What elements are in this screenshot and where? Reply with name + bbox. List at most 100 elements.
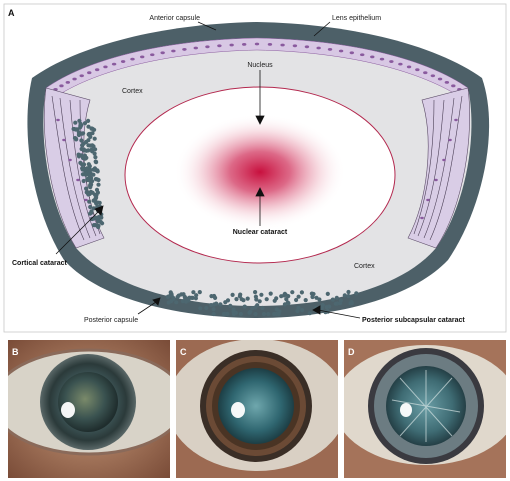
epithelium-cell-nucleus — [451, 84, 455, 87]
psc-opacity-dot — [209, 303, 213, 307]
equator-nucleus — [442, 159, 446, 161]
psc-opacity-dot — [172, 297, 176, 301]
posterior-subcapsular-cataract-label: Posterior subcapsular cataract — [362, 317, 465, 324]
cortical-opacity-dot — [93, 155, 97, 159]
psc-opacity-dot — [260, 306, 264, 310]
psc-opacity-dot — [286, 294, 290, 298]
cortical-opacity-dot — [74, 128, 78, 132]
cortical-opacity-dot — [73, 136, 77, 140]
epithelium-cell-nucleus — [350, 51, 354, 54]
psc-opacity-dot — [317, 297, 321, 301]
epithelium-cell-nucleus — [217, 44, 221, 47]
panel-a-letter: A — [8, 8, 15, 18]
psc-opacity-dot — [253, 312, 257, 316]
cortical-opacity-dot — [79, 122, 83, 126]
epithelium-cell-nucleus — [103, 65, 107, 68]
epithelium-cell-nucleus — [66, 81, 70, 84]
cortical-opacity-dot — [82, 148, 86, 152]
psc-opacity-dot — [300, 290, 304, 294]
cortex-bottom-label: Cortex — [354, 263, 375, 270]
psc-opacity-dot — [354, 291, 358, 295]
cortical-opacity-dot — [94, 160, 98, 164]
cortical-opacity-dot — [93, 137, 97, 141]
cortical-opacity-dot — [82, 179, 86, 183]
epithelium-cell-nucleus — [316, 47, 320, 50]
psc-opacity-dot — [273, 299, 277, 303]
psc-opacity-dot — [310, 295, 314, 299]
epithelium-cell-nucleus — [380, 58, 384, 61]
cortical-opacity-dot — [87, 200, 91, 204]
psc-opacity-dot — [272, 312, 276, 316]
posterior-capsule-label: Posterior capsule — [84, 317, 138, 324]
epithelium-cell-nucleus — [293, 44, 297, 47]
psc-opacity-dot — [191, 296, 195, 300]
cortical-opacity-dot — [80, 166, 84, 170]
cortical-opacity-dot — [80, 132, 84, 136]
epithelium-cell-nucleus — [160, 51, 164, 54]
psc-opacity-dot — [234, 297, 238, 301]
epithelium-cell-nucleus — [255, 43, 259, 46]
psc-opacity-dot — [343, 293, 347, 297]
cortical-opacity-dot — [80, 143, 84, 147]
epithelium-cell-nucleus — [438, 78, 442, 81]
epithelium-cell-nucleus — [205, 45, 209, 48]
cortical-opacity-dot — [98, 201, 102, 205]
epithelium-cell-nucleus — [140, 55, 144, 58]
psc-opacity-dot — [226, 298, 230, 302]
psc-opacity-dot — [212, 307, 216, 311]
epithelium-cell-nucleus — [445, 81, 449, 84]
panel-c-letter: C — [180, 347, 187, 357]
nucleus-label: Nucleus — [247, 62, 273, 69]
psc-opacity-dot — [218, 302, 222, 306]
cortex-top-label: Cortex — [122, 88, 143, 95]
cortical-opacity-dot — [86, 143, 90, 147]
cortical-opacity-dot — [96, 224, 100, 228]
psc-opacity-dot — [290, 290, 294, 294]
psc-opacity-dot — [350, 301, 354, 305]
psc-opacity-dot — [198, 306, 202, 310]
epithelium-cell-nucleus — [130, 58, 134, 61]
equator-nucleus — [434, 179, 438, 181]
epithelium-cell-nucleus — [182, 48, 186, 51]
cortical-opacity-dot — [83, 155, 87, 159]
cortical-opacity-dot — [92, 199, 96, 203]
psc-opacity-dot — [243, 305, 247, 309]
epithelium-cell-nucleus — [59, 84, 63, 87]
panel-b-letter: B — [12, 347, 19, 357]
psc-opacity-dot — [181, 299, 185, 303]
psc-opacity-dot — [228, 304, 232, 308]
cortical-opacity-dot — [83, 121, 87, 125]
cortical-opacity-dot — [86, 148, 90, 152]
psc-opacity-dot — [239, 312, 243, 316]
psc-opacity-dot — [254, 297, 258, 301]
cortical-opacity-dot — [78, 161, 82, 165]
cortical-opacity-dot — [86, 138, 90, 142]
photo-d — [334, 340, 510, 478]
psc-opacity-dot — [339, 298, 343, 302]
epithelium-cell-nucleus — [112, 63, 116, 66]
cortical-opacity-dot — [93, 167, 97, 171]
epithelium-cell-nucleus — [95, 68, 99, 71]
epithelium-cell-nucleus — [72, 78, 76, 81]
epithelium-cell-nucleus — [389, 60, 393, 63]
psc-opacity-dot — [346, 294, 350, 298]
psc-opacity-dot — [166, 295, 170, 299]
epithelium-cell-nucleus — [171, 50, 175, 53]
epithelium-cell-nucleus — [268, 43, 272, 46]
psc-opacity-dot — [238, 294, 242, 298]
psc-opacity-dot — [335, 296, 339, 300]
epithelium-cell-nucleus — [423, 71, 427, 74]
psc-opacity-dot — [246, 297, 250, 301]
cortical-opacity-dot — [86, 192, 90, 196]
psc-opacity-dot — [259, 293, 263, 297]
cortical-opacity-dot — [96, 178, 100, 182]
epithelium-cell-nucleus — [80, 74, 84, 77]
psc-opacity-dot — [304, 298, 308, 302]
psc-opacity-dot — [325, 305, 329, 309]
psc-opacity-dot — [194, 293, 198, 297]
equator-nucleus — [76, 179, 80, 181]
cortical-opacity-dot — [88, 212, 92, 216]
psc-opacity-dot — [167, 300, 171, 304]
cortical-opacity-dot — [96, 219, 100, 223]
equator-nucleus — [62, 139, 66, 141]
